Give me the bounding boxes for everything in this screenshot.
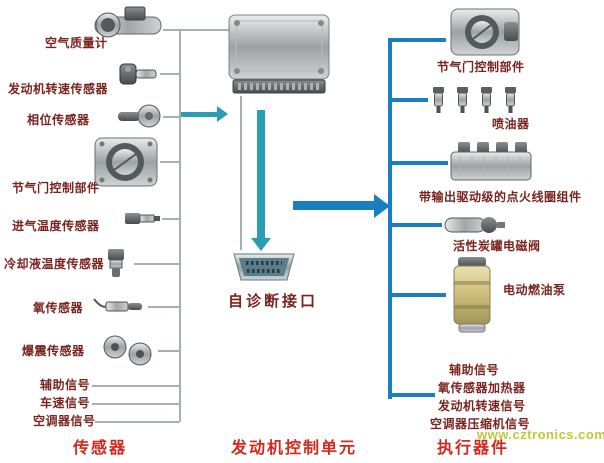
sensor-stub-coolant-temp bbox=[134, 263, 179, 265]
section-title-ecu: 发动机控制单元 bbox=[231, 440, 358, 457]
watermark-text: www.cztronics.com bbox=[477, 427, 604, 442]
sensor-label-coolant-temp-sensor: 冷却液温度传感器 bbox=[4, 257, 105, 271]
actuator-label-auxiliary-signal: 辅助信号 bbox=[449, 363, 500, 377]
sensor-label-oxygen-sensor: 氧传感器 bbox=[33, 301, 84, 315]
sensor-label-ac-signal: 空调器信号 bbox=[33, 414, 96, 428]
diagnostic-flow-line bbox=[240, 96, 242, 250]
sensor-label-auxiliary-signal: 辅助信号 bbox=[40, 378, 91, 392]
actuator-label-engine-speed-signal: 发动机转速信号 bbox=[438, 399, 526, 413]
carbon-canister-solenoid-image bbox=[442, 210, 507, 238]
sensor-stub-speed-signal bbox=[92, 403, 179, 405]
sensor-stub-aux-signal bbox=[92, 385, 179, 387]
ignition-coil-module-image bbox=[448, 138, 536, 186]
electric-fuel-pump-image bbox=[446, 255, 498, 335]
sensor-label-air-mass-meter: 空气质量计 bbox=[45, 36, 108, 50]
throttle-control-unit-image bbox=[92, 132, 160, 190]
ecu-input-arrow-icon bbox=[217, 106, 228, 122]
diagnostic-port-label: 自诊断接口 bbox=[228, 293, 319, 310]
sensor-stub-knock bbox=[158, 350, 179, 352]
actuator-output-arrow-icon bbox=[374, 194, 390, 218]
air-mass-meter-image bbox=[93, 4, 163, 40]
actuator-stub-solenoid bbox=[390, 223, 442, 227]
sensor-stub-ac-signal bbox=[95, 421, 179, 423]
sensor-label-vehicle-speed-signal: 车速信号 bbox=[40, 396, 91, 410]
actuator-label-electric-fuel-pump: 电动燃油泵 bbox=[503, 283, 566, 297]
sensor-label-phase-sensor: 相位传感器 bbox=[27, 113, 90, 127]
sensor-bus-line bbox=[179, 29, 181, 422]
actuator-bus-line bbox=[388, 38, 392, 399]
sensor-stub-air-mass bbox=[163, 29, 232, 31]
ecu-image bbox=[226, 12, 332, 98]
coolant-temp-sensor-image bbox=[98, 247, 134, 279]
sensor-label-knock-sensor: 爆震传感器 bbox=[22, 344, 85, 358]
section-title-actuators: 执行器件 bbox=[437, 440, 510, 457]
actuator-stub-throttle bbox=[390, 38, 446, 42]
sensor-stub-phase bbox=[163, 116, 179, 118]
actuator-stub-injectors bbox=[390, 98, 428, 102]
ecu-input-arrow-shaft bbox=[181, 112, 217, 117]
actuator-label-fuel-injectors: 喷油器 bbox=[492, 117, 530, 131]
actuator-label-oxygen-sensor-heater: 氧传感器加热器 bbox=[438, 381, 526, 395]
intake-air-temp-sensor-image bbox=[122, 204, 162, 232]
section-title-sensors: 传感器 bbox=[73, 440, 128, 457]
sensor-stub-oxygen bbox=[148, 306, 179, 308]
oxygen-sensor-image bbox=[92, 291, 147, 321]
actuator-throttle-control-unit-image bbox=[448, 5, 523, 59]
sensor-stub-engine-speed bbox=[160, 73, 179, 75]
actuator-label-ac-compressor-signal: 空调器压缩机信号 bbox=[430, 417, 531, 431]
actuator-stub-fuel-pump bbox=[390, 293, 446, 297]
sensor-label-engine-speed-sensor: 发动机转速传感器 bbox=[8, 82, 109, 96]
actuator-label-carbon-canister-solenoid: 活性炭罐电磁阀 bbox=[453, 239, 541, 253]
sensor-label-intake-air-temp-sensor: 进气温度传感器 bbox=[12, 219, 100, 233]
actuator-label-throttle-control-unit: 节气门控制部件 bbox=[437, 60, 525, 74]
knock-sensor-image bbox=[100, 334, 158, 366]
sensor-stub-throttle bbox=[160, 161, 179, 163]
diagnostic-down-arrow-icon bbox=[251, 238, 271, 251]
sensor-label-throttle-control-unit: 节气门控制部件 bbox=[12, 181, 100, 195]
fuel-injectors-image bbox=[428, 85, 523, 115]
engine-speed-sensor-image bbox=[114, 58, 159, 88]
actuator-stub-signals bbox=[390, 393, 435, 397]
actuator-output-arrow-shaft bbox=[293, 201, 374, 210]
obd-connector-image bbox=[232, 250, 296, 284]
sensor-stub-intake-temp bbox=[162, 218, 179, 220]
actuator-label-ignition-coil-module: 带输出驱动级的点火线圈组件 bbox=[419, 190, 582, 204]
phase-sensor-image bbox=[116, 103, 164, 129]
diagnostic-down-arrow-shaft bbox=[257, 110, 265, 238]
actuator-stub-ignition-coil bbox=[390, 161, 448, 165]
